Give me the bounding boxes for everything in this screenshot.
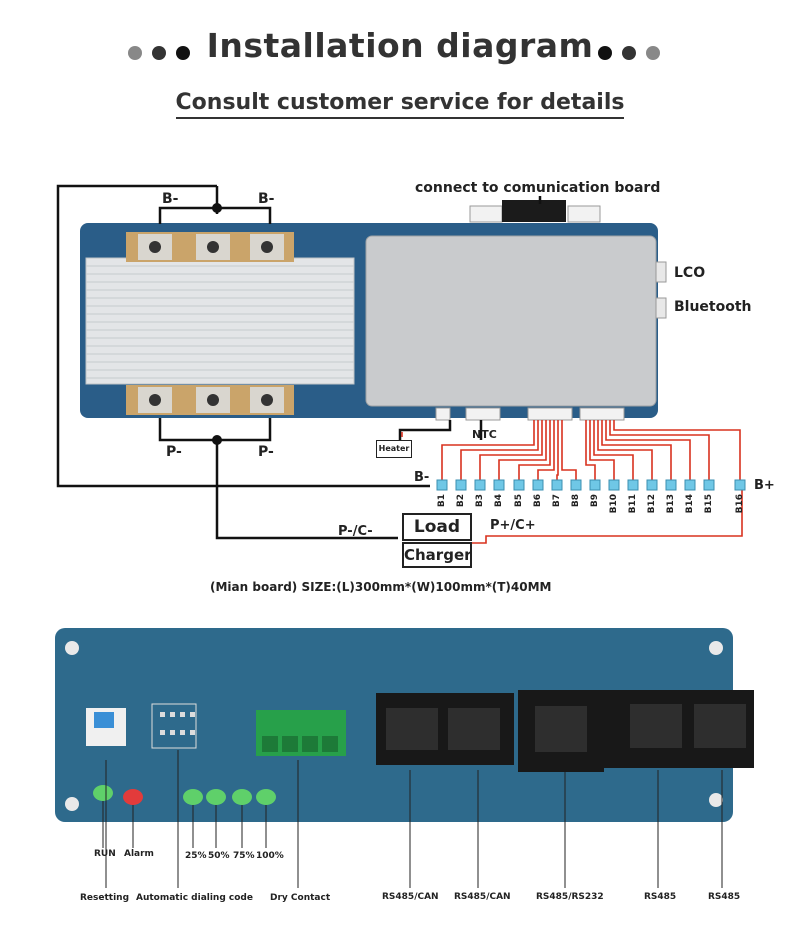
connector (469, 205, 503, 223)
screw-icon (207, 241, 219, 253)
right-dots (598, 46, 660, 60)
connector (502, 200, 566, 222)
cell-label: B5 (514, 494, 524, 508)
leader-lines (102, 750, 723, 888)
pc-minus-label: P-/C- (338, 524, 373, 539)
cell-label: B7 (552, 494, 562, 508)
cell-label: B2 (456, 494, 466, 508)
control-shield (365, 235, 657, 407)
dot-icon (152, 46, 166, 60)
pc-plus-label: P+/C+ (490, 518, 536, 533)
cell-label: B9 (590, 494, 600, 508)
cell-label: B4 (494, 494, 504, 508)
charger-box: Charger (402, 542, 472, 568)
label-25: 25% (185, 851, 207, 861)
dry-contact-label: Dry Contact (270, 893, 331, 903)
cell-label: B3 (475, 494, 485, 508)
cell-label: B15 (704, 494, 714, 514)
led-75 (232, 789, 252, 805)
b-minus-bus-label: B- (414, 470, 430, 485)
cell-terminals (436, 479, 746, 491)
port-lco (655, 261, 667, 283)
led-run (93, 785, 113, 801)
dot-icon (646, 46, 660, 60)
dot-icon (598, 46, 612, 60)
cell-label: B13 (666, 494, 676, 514)
screw-icon (149, 394, 161, 406)
dot-icon (128, 46, 142, 60)
cell-label: B11 (628, 494, 638, 514)
rs485can-2-label: RS485/CAN (454, 892, 511, 902)
p-minus-right-label: P- (258, 444, 274, 460)
led-25 (183, 789, 203, 805)
cell-label: B16 (735, 494, 745, 514)
connector (567, 205, 601, 223)
dialing-label: Automatic dialing code (136, 893, 253, 903)
run-label: RUN (94, 849, 116, 859)
dot-icon (622, 46, 636, 60)
cell-label: B8 (571, 494, 581, 508)
label-100: 100% (256, 851, 284, 861)
screw-icon (149, 241, 161, 253)
screw-icon (261, 394, 273, 406)
rs485-2-label: RS485 (708, 892, 741, 902)
red-wires (401, 420, 743, 544)
led-100 (256, 789, 276, 805)
b-plus-label: B+ (754, 478, 775, 493)
left-dots (128, 46, 190, 60)
screw-icon (207, 394, 219, 406)
load-box: Load (402, 513, 472, 541)
page-subtitle: Consult customer service for details (0, 90, 800, 119)
resetting-label: Resetting (80, 893, 130, 903)
dot-icon (176, 46, 190, 60)
cell-label: B14 (685, 494, 695, 514)
heatsink-fins (86, 265, 354, 379)
led-50 (206, 789, 226, 805)
screw-icon (261, 241, 273, 253)
ntc-label: NTC (472, 428, 497, 441)
comm-label: connect to comunication board (415, 180, 661, 196)
rs485can-1-label: RS485/CAN (382, 892, 439, 902)
label-75: 75% (233, 851, 255, 861)
alarm-label: Alarm (124, 849, 154, 859)
port-bluetooth (655, 297, 667, 319)
rs485-1-label: RS485 (644, 892, 677, 902)
p-minus-left-label: P- (166, 444, 182, 460)
cell-label: B12 (647, 494, 657, 514)
cell-label: B10 (609, 494, 619, 514)
cell-label: B6 (533, 494, 543, 508)
b-minus-right-label: B- (258, 191, 275, 207)
heater-box: Heater (376, 440, 412, 458)
b-minus-left-label: B- (162, 191, 179, 207)
page-title: Installation diagram (206, 26, 594, 65)
bluetooth-label: Bluetooth (674, 299, 752, 315)
heatsink (85, 257, 355, 385)
rs485rs232-label: RS485/RS232 (536, 892, 604, 902)
size-note: (Mian board) SIZE:(L)300mm*(W)100mm*(T)4… (210, 580, 552, 594)
label-50: 50% (208, 851, 230, 861)
cell-label: B1 (437, 494, 447, 508)
lco-label: LCO (674, 265, 706, 281)
led-alarm (123, 789, 143, 805)
